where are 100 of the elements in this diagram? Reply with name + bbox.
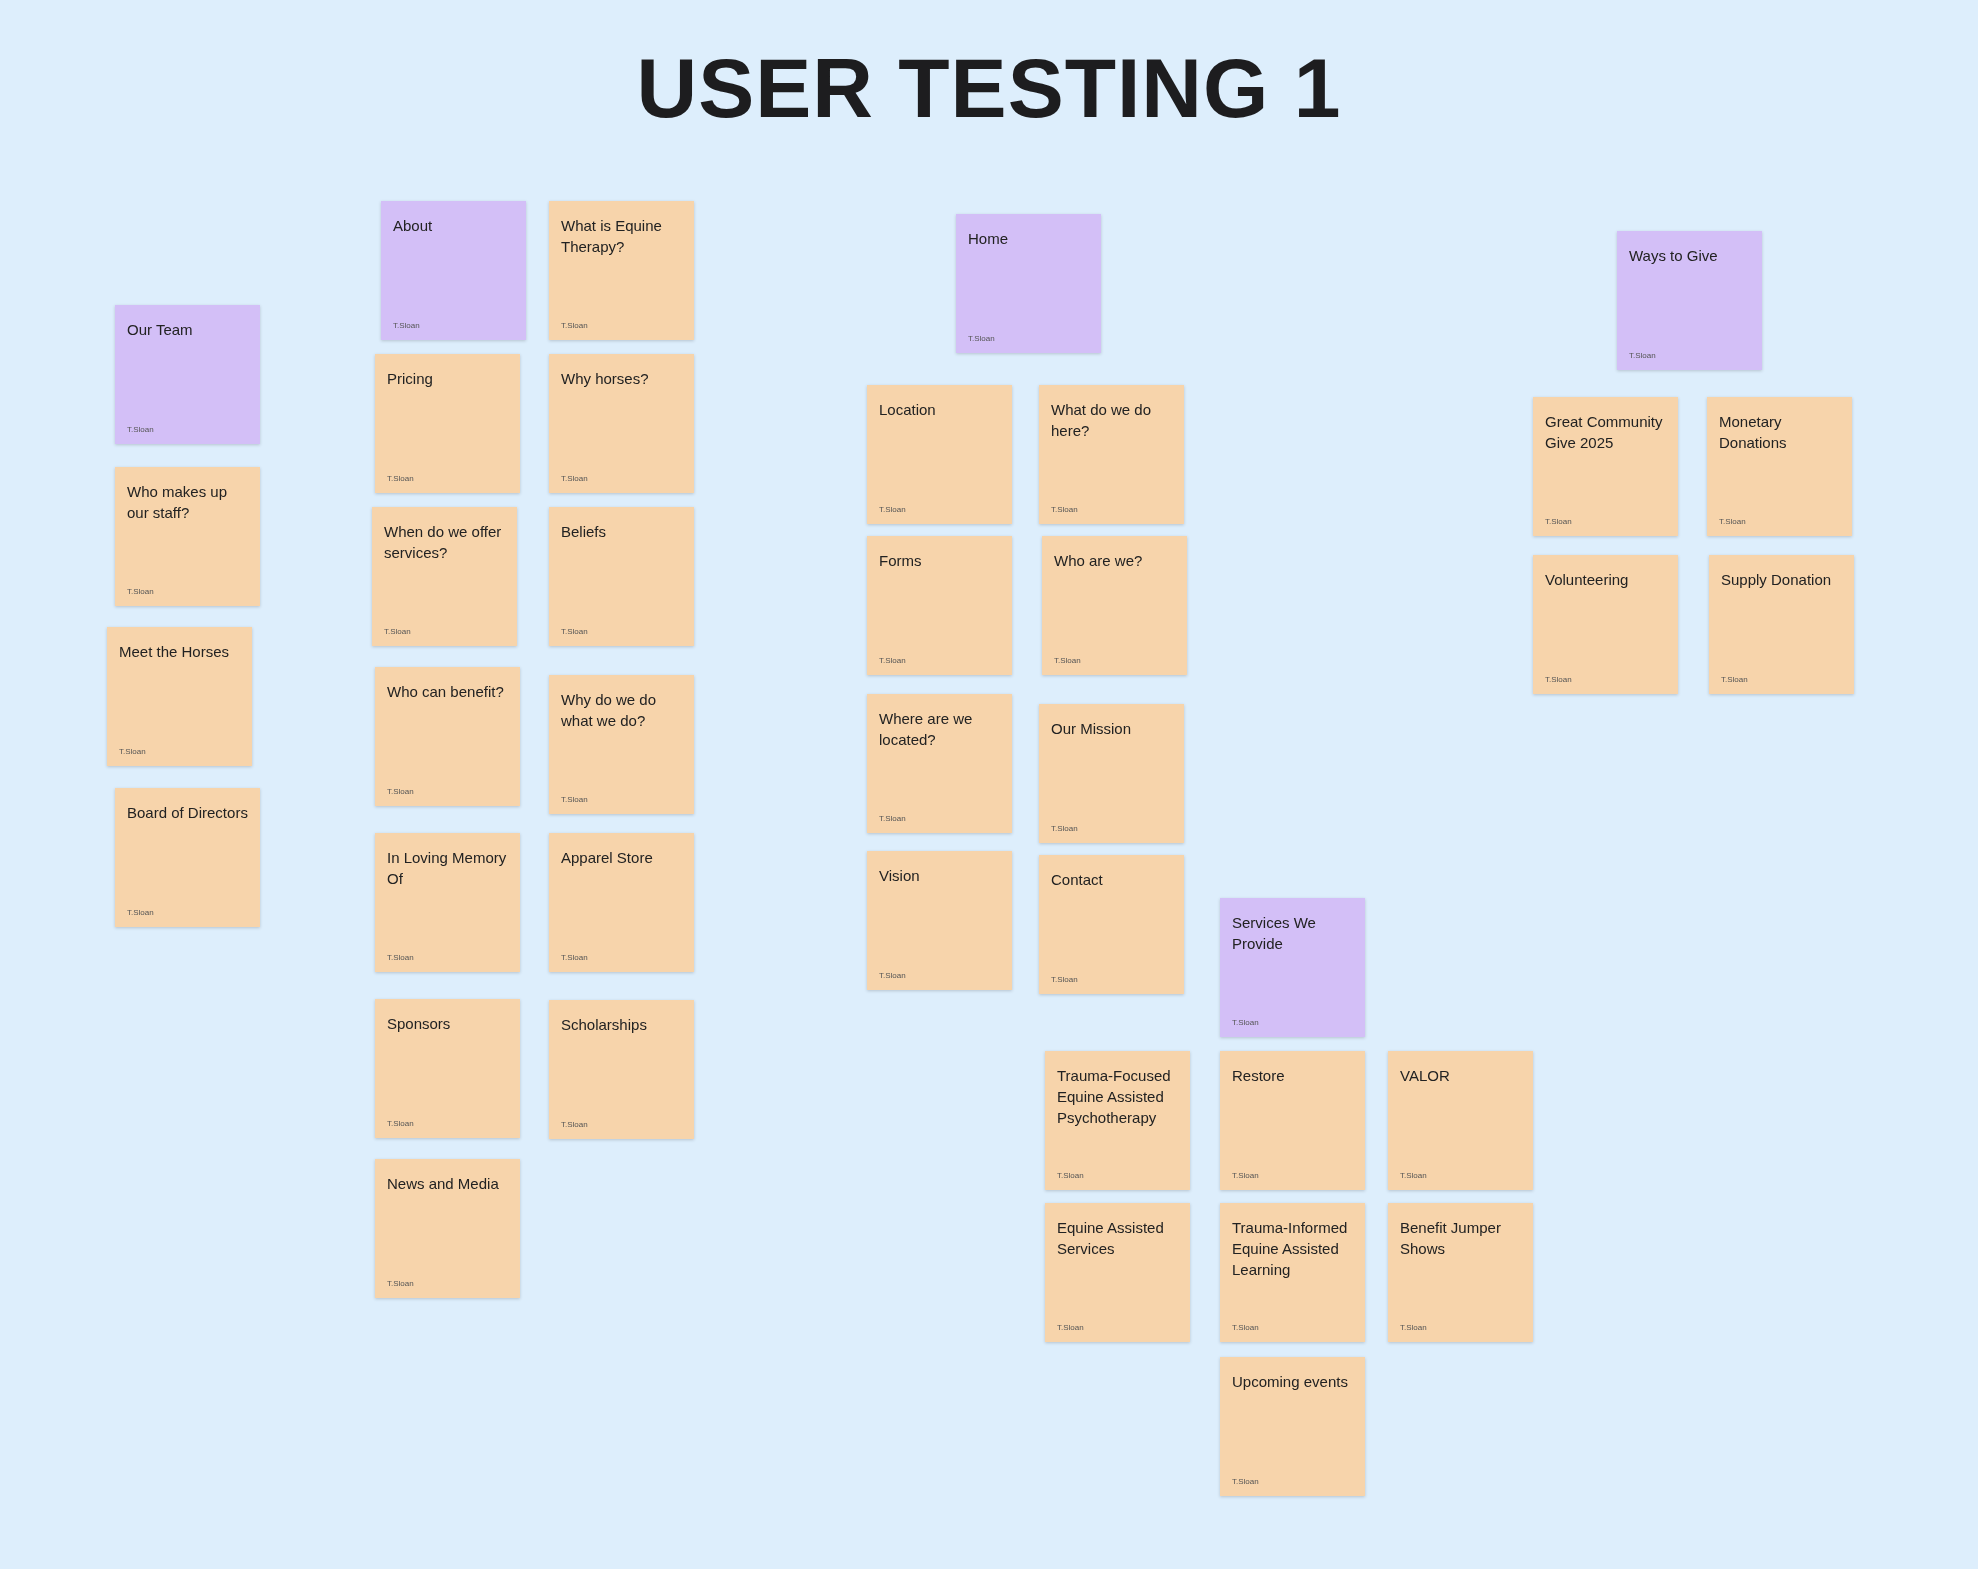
sticky-note	[867, 694, 1012, 833]
category-sticky-note	[1220, 898, 1365, 1037]
note-text: Vision	[879, 866, 921, 886]
note-text: Volunteering	[1545, 570, 1630, 590]
note-text: Services We Provide	[1232, 913, 1317, 954]
author-tag: T.Sloan	[1400, 1171, 1427, 1180]
sticky-note	[549, 1000, 694, 1139]
note-text: Board of Directors	[127, 803, 248, 823]
sticky-note	[375, 1159, 520, 1298]
note-text: Scholarships	[561, 1015, 648, 1035]
note-text: Apparel Store	[561, 848, 654, 868]
author-tag: T.Sloan	[393, 321, 420, 330]
sticky-note	[1707, 397, 1852, 536]
sticky-note	[1533, 397, 1678, 536]
author-tag: T.Sloan	[387, 1279, 414, 1288]
author-tag: T.Sloan	[1051, 824, 1078, 833]
author-tag: T.Sloan	[1057, 1323, 1084, 1332]
author-tag: T.Sloan	[1232, 1018, 1259, 1027]
note-text: Ways to Give	[1629, 246, 1719, 266]
author-tag: T.Sloan	[1719, 517, 1746, 526]
sticky-note	[115, 467, 260, 606]
author-tag: T.Sloan	[1051, 505, 1078, 514]
note-text: Trauma-Informed Equine Assisted Learning	[1232, 1218, 1349, 1280]
author-tag: T.Sloan	[1054, 656, 1081, 665]
sticky-note	[375, 667, 520, 806]
note-text: Location	[879, 400, 937, 420]
author-tag: T.Sloan	[387, 1119, 414, 1128]
author-tag: T.Sloan	[879, 971, 906, 980]
author-tag: T.Sloan	[127, 587, 154, 596]
author-tag: T.Sloan	[1232, 1171, 1259, 1180]
note-text: Forms	[879, 551, 923, 571]
author-tag: T.Sloan	[119, 747, 146, 756]
sticky-note	[867, 536, 1012, 675]
author-tag: T.Sloan	[879, 656, 906, 665]
category-sticky-note	[381, 201, 526, 340]
author-tag: T.Sloan	[127, 425, 154, 434]
note-text: Why horses?	[561, 369, 650, 389]
note-text: What do we do here?	[1051, 400, 1153, 441]
note-text: News and Media	[387, 1174, 500, 1194]
sticky-note	[1220, 1203, 1365, 1342]
note-text: Home	[968, 229, 1009, 249]
sticky-note	[1042, 536, 1187, 675]
sticky-note	[549, 507, 694, 646]
author-tag: T.Sloan	[1629, 351, 1656, 360]
category-sticky-note	[956, 214, 1101, 353]
sticky-note	[549, 201, 694, 340]
sticky-note	[375, 354, 520, 493]
note-text: Restore	[1232, 1066, 1286, 1086]
author-tag: T.Sloan	[387, 787, 414, 796]
author-tag: T.Sloan	[879, 814, 906, 823]
note-text: What is Equine Therapy?	[561, 216, 663, 257]
sticky-note	[867, 385, 1012, 524]
author-tag: T.Sloan	[127, 908, 154, 917]
author-tag: T.Sloan	[1545, 675, 1572, 684]
author-tag: T.Sloan	[1232, 1323, 1259, 1332]
sticky-note	[549, 675, 694, 814]
sticky-note	[1039, 704, 1184, 843]
sticky-note	[1045, 1051, 1190, 1190]
note-text: Benefit Jumper Shows	[1400, 1218, 1502, 1259]
sticky-note	[549, 354, 694, 493]
note-text: Who are we?	[1054, 551, 1144, 571]
author-tag: T.Sloan	[968, 334, 995, 343]
note-text: About	[393, 216, 434, 236]
note-text: VALOR	[1400, 1066, 1451, 1086]
author-tag: T.Sloan	[561, 953, 588, 962]
author-tag: T.Sloan	[561, 1120, 588, 1129]
note-text: Upcoming events	[1232, 1372, 1349, 1392]
note-text: Equine Assisted Services	[1057, 1218, 1165, 1259]
sticky-note	[1709, 555, 1854, 694]
category-sticky-note	[115, 305, 260, 444]
sticky-note	[1388, 1051, 1533, 1190]
note-text: Meet the Horses	[119, 642, 231, 662]
sticky-note	[375, 833, 520, 972]
note-text: Supply Donation	[1721, 570, 1833, 590]
note-text: Contact	[1051, 870, 1104, 890]
sticky-note	[1533, 555, 1678, 694]
author-tag: T.Sloan	[561, 795, 588, 804]
note-text: Sponsors	[387, 1014, 452, 1034]
sticky-note	[1045, 1203, 1190, 1342]
board-title: USER TESTING 1	[636, 41, 1342, 135]
sticky-note	[1220, 1357, 1365, 1496]
note-text: Pricing	[387, 369, 434, 389]
author-tag: T.Sloan	[387, 474, 414, 483]
author-tag: T.Sloan	[1232, 1477, 1259, 1486]
sticky-note	[107, 627, 252, 766]
note-text: Beliefs	[561, 522, 608, 542]
sticky-note	[1388, 1203, 1533, 1342]
note-text: Our Mission	[1051, 719, 1133, 739]
sticky-note	[1039, 855, 1184, 994]
sticky-note	[375, 999, 520, 1138]
note-text: Our Team	[127, 320, 194, 340]
author-tag: T.Sloan	[561, 627, 588, 636]
note-text: Where are we located?	[879, 709, 974, 750]
note-text: Who makes up our staff?	[127, 482, 229, 523]
author-tag: T.Sloan	[561, 321, 588, 330]
category-sticky-note	[1617, 231, 1762, 370]
author-tag: T.Sloan	[1721, 675, 1748, 684]
author-tag: T.Sloan	[879, 505, 906, 514]
sticky-note	[549, 833, 694, 972]
sticky-note	[1220, 1051, 1365, 1190]
